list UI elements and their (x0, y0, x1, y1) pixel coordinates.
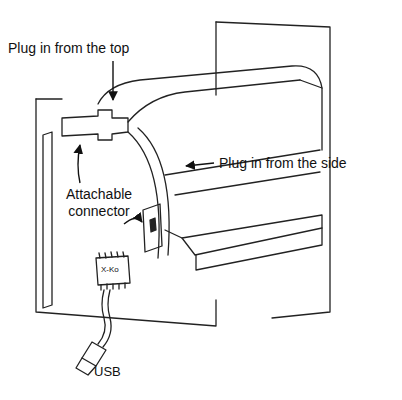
back-panel (36, 99, 216, 326)
profile-hood (98, 66, 322, 104)
side-strip (43, 132, 52, 308)
attachable-bracket (143, 204, 162, 252)
top-connector (62, 110, 128, 140)
callout-label: Plug in from the top (8, 40, 129, 57)
callout-label: Plug in from the side (219, 155, 347, 172)
cable (98, 290, 105, 344)
usb-plug (82, 342, 106, 366)
chip-label: X-Ko (101, 265, 119, 275)
leader-arrow (112, 61, 113, 100)
chip (96, 256, 130, 285)
leader-arrow (124, 218, 142, 224)
callout-label: Attachable connector (54, 186, 144, 220)
leader-arrow (78, 145, 80, 183)
usb-label: USB (94, 364, 121, 380)
leader-arrow (186, 163, 214, 166)
